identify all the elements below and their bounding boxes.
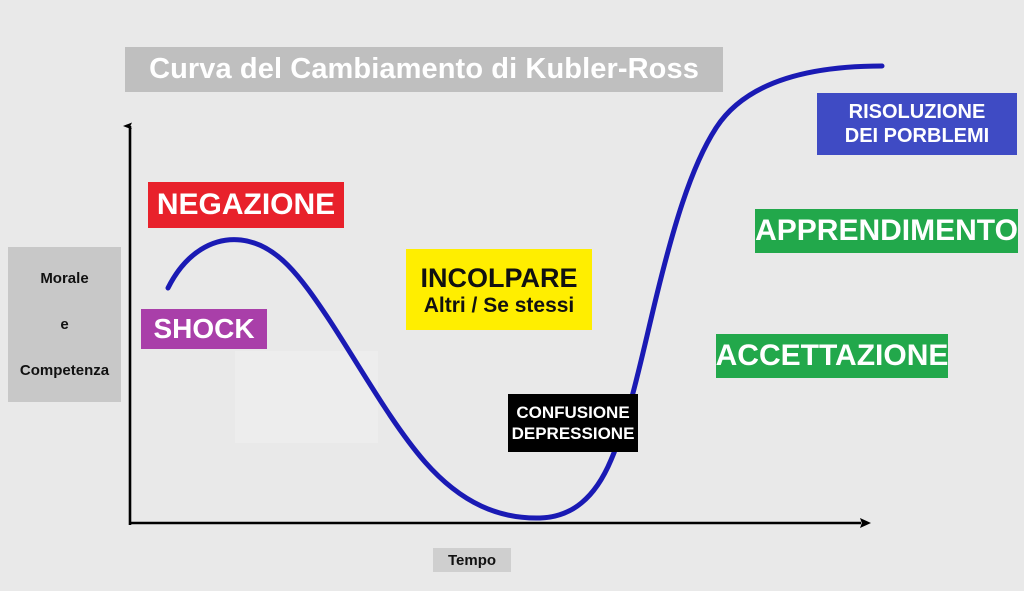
stage-label-accettazione-text: ACCETTAZIONE bbox=[715, 339, 949, 373]
stage-label-dei-porblemi-text: DEI PORBLEMI bbox=[844, 124, 990, 147]
y-axis-label: Morale e Competenza bbox=[8, 247, 121, 402]
stage-label-risoluzione-dei-porblemi: RISOLUZIONE DEI PORBLEMI bbox=[817, 93, 1017, 155]
stage-label-incolpare: INCOLPARE Altri / Se stessi bbox=[406, 249, 592, 330]
stage-label-apprendimento-text: APPRENDIMENTO bbox=[755, 214, 1018, 248]
stage-label-risoluzione-text: RISOLUZIONE bbox=[848, 100, 986, 123]
stage-label-confusione-text: CONFUSIONE bbox=[516, 402, 630, 422]
stage-label-incolpare-subtitle: Altri / Se stessi bbox=[423, 294, 575, 318]
y-axis-label-line-1: Morale bbox=[40, 269, 89, 287]
page-title: Curva del Cambiamento di Kubler-Ross bbox=[149, 53, 699, 85]
change-curve-line bbox=[165, 63, 885, 521]
stage-label-shock: SHOCK bbox=[141, 309, 267, 349]
stage-label-accettazione: ACCETTAZIONE bbox=[716, 334, 948, 378]
stage-label-negazione: NEGAZIONE bbox=[148, 182, 344, 228]
diagram-title-band: Curva del Cambiamento di Kubler-Ross bbox=[125, 47, 723, 92]
y-axis-label-line-2: e bbox=[60, 315, 69, 333]
stage-label-negazione-text: NEGAZIONE bbox=[156, 188, 336, 222]
stage-label-incolpare-title: INCOLPARE bbox=[420, 262, 578, 293]
background-artifact-rectangle bbox=[235, 351, 378, 443]
x-axis-label-text: Tempo bbox=[447, 551, 497, 569]
x-axis-label: Tempo bbox=[433, 548, 511, 572]
stage-label-depressione-text: DEPRESSIONE bbox=[511, 423, 635, 443]
y-axis-label-line-3: Competenza bbox=[19, 362, 110, 380]
stage-label-confusione-depressione: CONFUSIONE DEPRESSIONE bbox=[508, 394, 638, 452]
stage-label-apprendimento: APPRENDIMENTO bbox=[755, 209, 1018, 253]
stage-label-shock-text: SHOCK bbox=[153, 313, 255, 345]
